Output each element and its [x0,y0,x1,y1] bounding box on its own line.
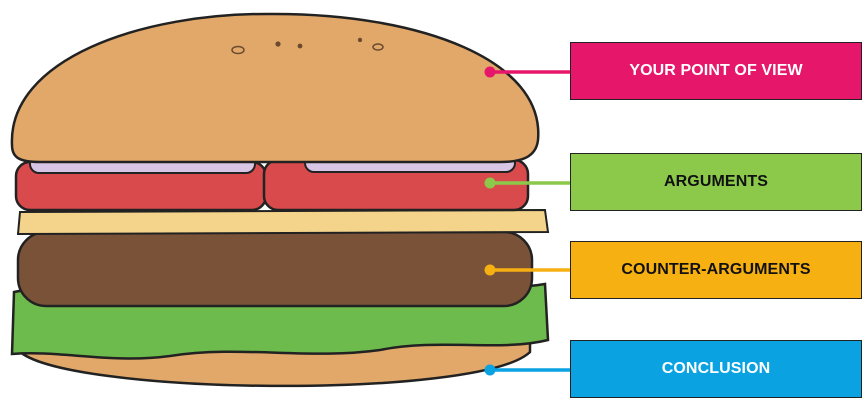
label-conclusion: CONCLUSION [570,340,862,398]
cheese [18,210,548,234]
label-arguments: ARGUMENTS [570,153,862,211]
patty [18,232,532,306]
label-counter-arguments: COUNTER-ARGUMENTS [570,241,862,299]
label-your-point-of-view: YOUR POINT OF VIEW [570,42,862,100]
top-bun [12,14,538,162]
